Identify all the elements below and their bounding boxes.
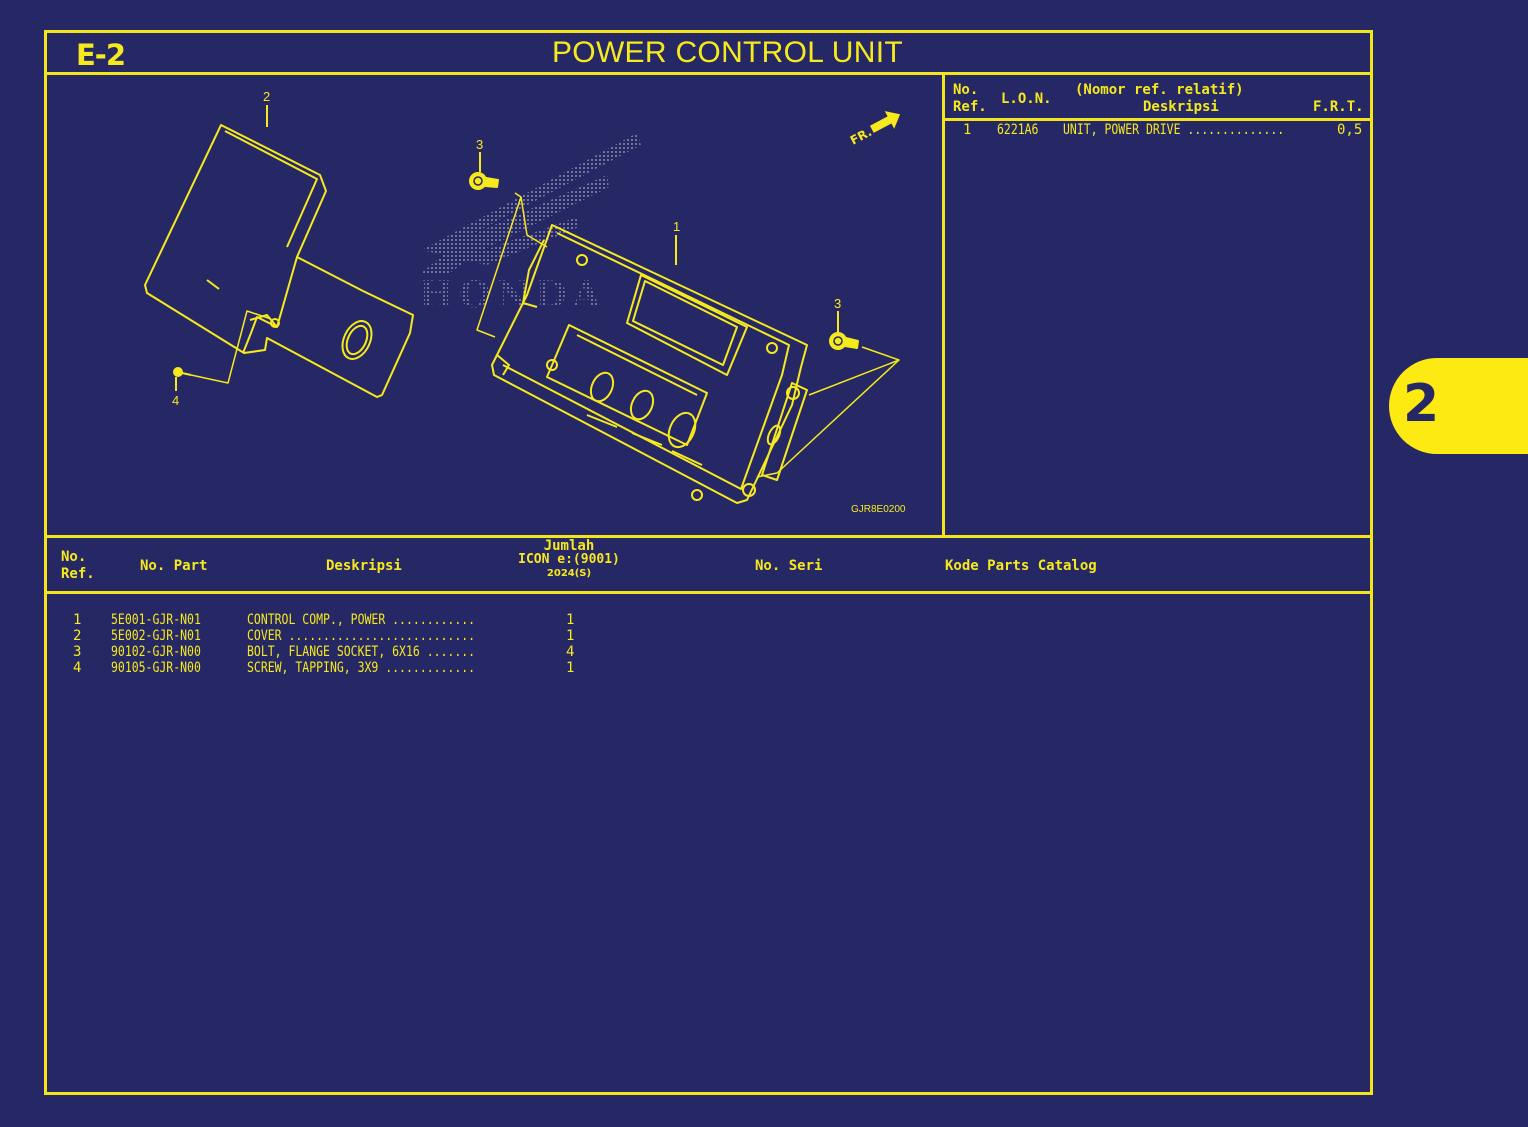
parts-header-no-ref: No. Ref.: [61, 549, 95, 582]
table-row: 2 5E002-GJR-N01 COVER ..................…: [73, 628, 575, 644]
parts-header-catalog-code: Kode Parts Catalog: [945, 558, 1097, 574]
title-divider: [47, 72, 1370, 75]
page-title: POWER CONTROL UNIT: [552, 36, 903, 69]
callout-4: 4: [172, 393, 179, 408]
callout-3-right: 3: [834, 296, 841, 311]
section-code: E-2: [76, 38, 126, 72]
table-row: 4 90105-GJR-N00 SCREW, TAPPING, 3X9 ....…: [73, 660, 575, 676]
parts-header-description: Deskripsi: [326, 558, 402, 574]
lon-header-frt: F.R.T.: [1313, 99, 1364, 115]
honda-watermark-icon: HONDA: [419, 133, 641, 316]
parts-header-divider: [47, 591, 1370, 594]
front-direction-arrow-icon: FR.: [848, 111, 901, 148]
parts-header-quantity: Jumlah ICON e:(9001) 2024(S): [518, 538, 620, 579]
lon-header-desc-line2: Deskripsi: [1143, 99, 1219, 115]
lon-header-divider: [945, 118, 1370, 121]
chapter-tab[interactable]: 2: [1389, 358, 1528, 454]
lon-header-lon: L.O.N.: [1001, 91, 1052, 107]
lon-header-desc-line1: (Nomor ref. relatif): [1075, 82, 1244, 98]
table-row: 1 5E001-GJR-N01 CONTROL COMP., POWER ...…: [73, 612, 575, 628]
parts-header-part-no: No. Part: [140, 558, 208, 574]
svg-text:HONDA: HONDA: [419, 274, 606, 316]
diagram-code: GJR8E0200: [851, 504, 906, 515]
svg-text:FR.: FR.: [848, 125, 874, 148]
callout-2: 2: [263, 89, 270, 104]
exploded-parts-diagram: HONDA: [47, 75, 942, 537]
parts-list: 1 5E001-GJR-N01 CONTROL COMP., POWER ...…: [67, 612, 575, 676]
diagram-illustration: HONDA: [144, 89, 901, 504]
catalog-page-frame: E-2 POWER CONTROL UNIT HONDA: [44, 30, 1373, 1095]
table-row: 3 90102-GJR-N00 BOLT, FLANGE SOCKET, 6X1…: [73, 644, 575, 660]
diagram-bottom-divider: [47, 535, 1370, 538]
callout-1: 1: [673, 219, 680, 234]
lon-header-no-ref: No. Ref.: [953, 82, 987, 115]
callout-3-left: 3: [476, 137, 483, 152]
diagram-divider: [942, 72, 945, 537]
chapter-tab-label: 2: [1403, 374, 1440, 434]
parts-header-serial: No. Seri: [755, 558, 823, 574]
